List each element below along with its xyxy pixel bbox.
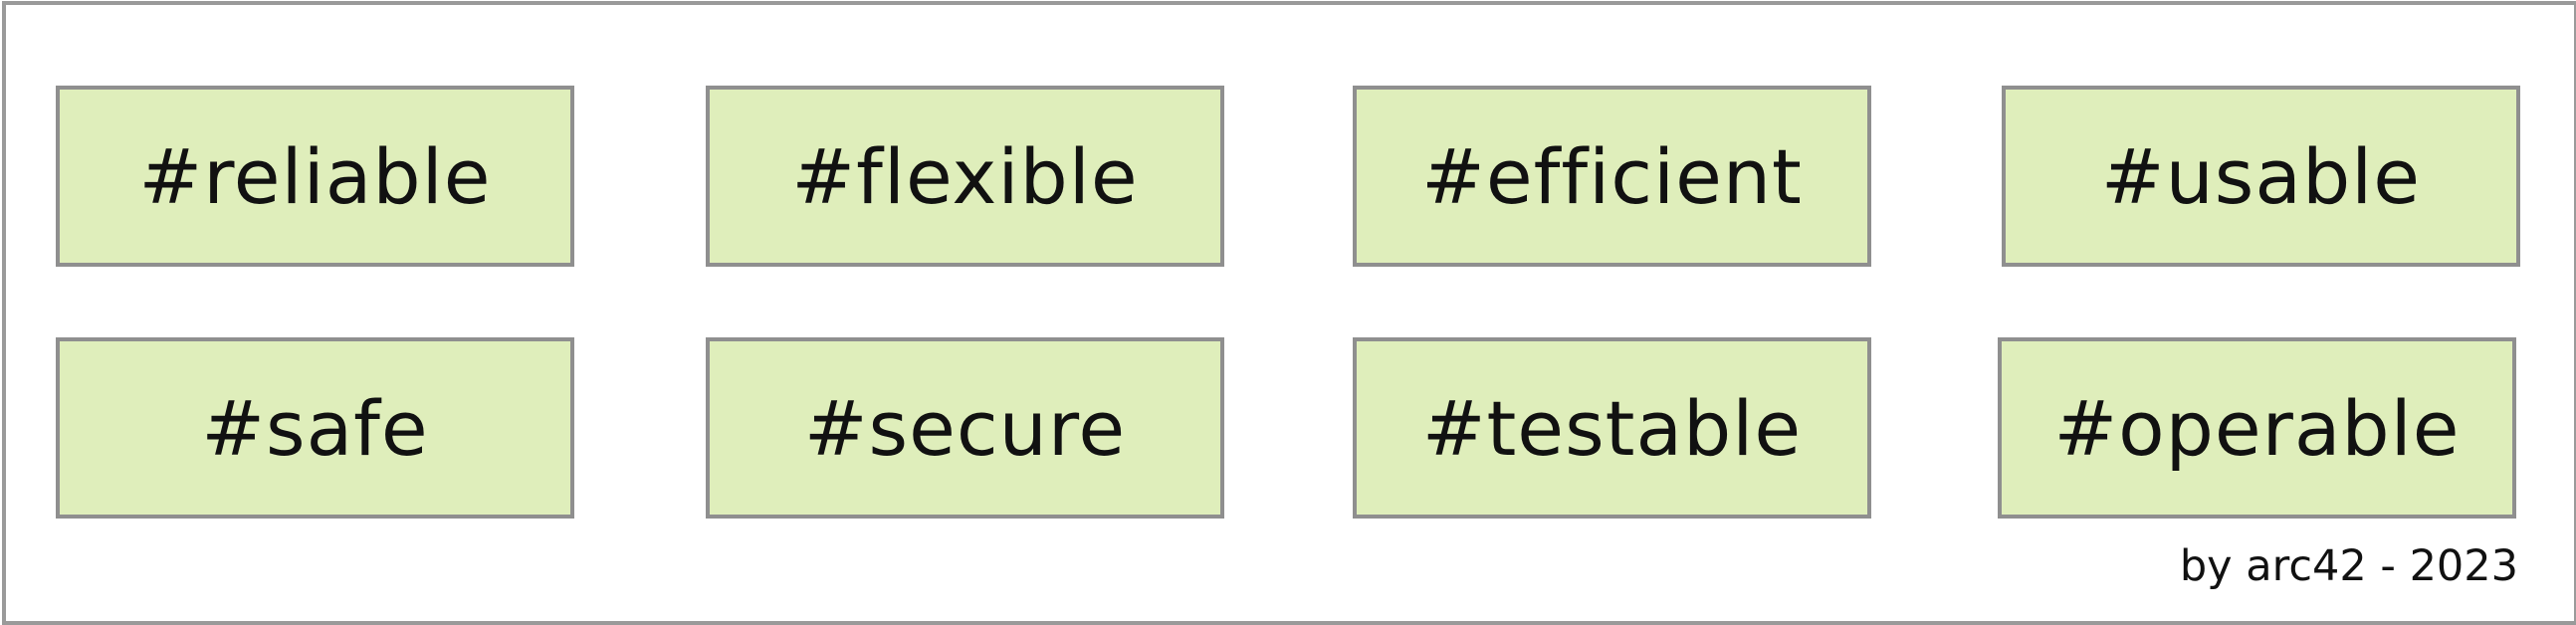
tag-efficient: #efficient xyxy=(1353,86,1871,267)
tag-safe: #safe xyxy=(56,337,574,519)
tag-flexible: #flexible xyxy=(706,86,1224,267)
credit-footer: by arc42 - 2023 xyxy=(2179,541,2518,591)
tag-reliable: #reliable xyxy=(56,86,574,267)
tag-usable: #usable xyxy=(2002,86,2520,267)
tag-operable: #operable xyxy=(1998,337,2516,519)
tag-testable: #testable xyxy=(1353,337,1871,519)
tag-secure: #secure xyxy=(706,337,1224,519)
